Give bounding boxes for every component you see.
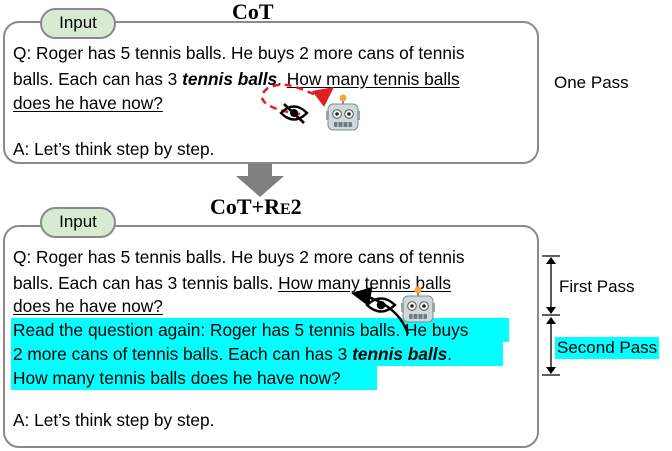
re2-input-tag: Input xyxy=(40,207,116,238)
cot-title: CoT xyxy=(232,0,274,24)
re2-answer: A: Let’s think step by step. xyxy=(13,410,215,430)
one-pass-label: One Pass xyxy=(554,73,629,92)
second-pass-label: Second Pass xyxy=(555,337,660,359)
cot-question-line-3: does he have now? xyxy=(13,93,163,113)
reread-line-2: 2 more cans of tennis balls. Each can ha… xyxy=(13,344,452,364)
reread-line-1: Read the question again: Roger has 5 ten… xyxy=(13,320,469,340)
cot-question-line-2: balls. Each can has 3 tennis balls. How … xyxy=(13,69,460,89)
reread-highlight-3 xyxy=(11,366,377,390)
cot-answer: A: Let’s think step by step. xyxy=(13,139,215,159)
eye-icon xyxy=(365,297,397,313)
re2-question-line-2: balls. Each can has 3 tennis balls. How … xyxy=(13,273,452,293)
re2-question-line-3: does he have now? xyxy=(13,296,163,316)
second-pass-bracket xyxy=(542,317,560,376)
cot-panel xyxy=(3,21,539,164)
cot-question-line-1: Q: Roger has 5 tennis balls. He buys 2 m… xyxy=(13,43,465,63)
robot-icon-2 xyxy=(401,286,435,323)
re2-question-line-1: Q: Roger has 5 tennis balls. He buys 2 m… xyxy=(13,247,465,267)
first-pass-bracket xyxy=(542,255,560,316)
eye-crossed-icon xyxy=(279,103,309,124)
cot-input-tag: Input xyxy=(40,8,116,39)
reread-highlight-2 xyxy=(11,342,503,366)
down-arrow-icon xyxy=(236,164,284,197)
first-pass-label: First Pass xyxy=(559,277,635,296)
reread-line-3: How many tennis balls does he have now? xyxy=(13,368,341,388)
robot-icon xyxy=(326,94,360,131)
dashed-arrow xyxy=(260,83,334,116)
re2-title: CoT+RE2 xyxy=(210,194,302,219)
reread-arrow xyxy=(351,286,410,335)
